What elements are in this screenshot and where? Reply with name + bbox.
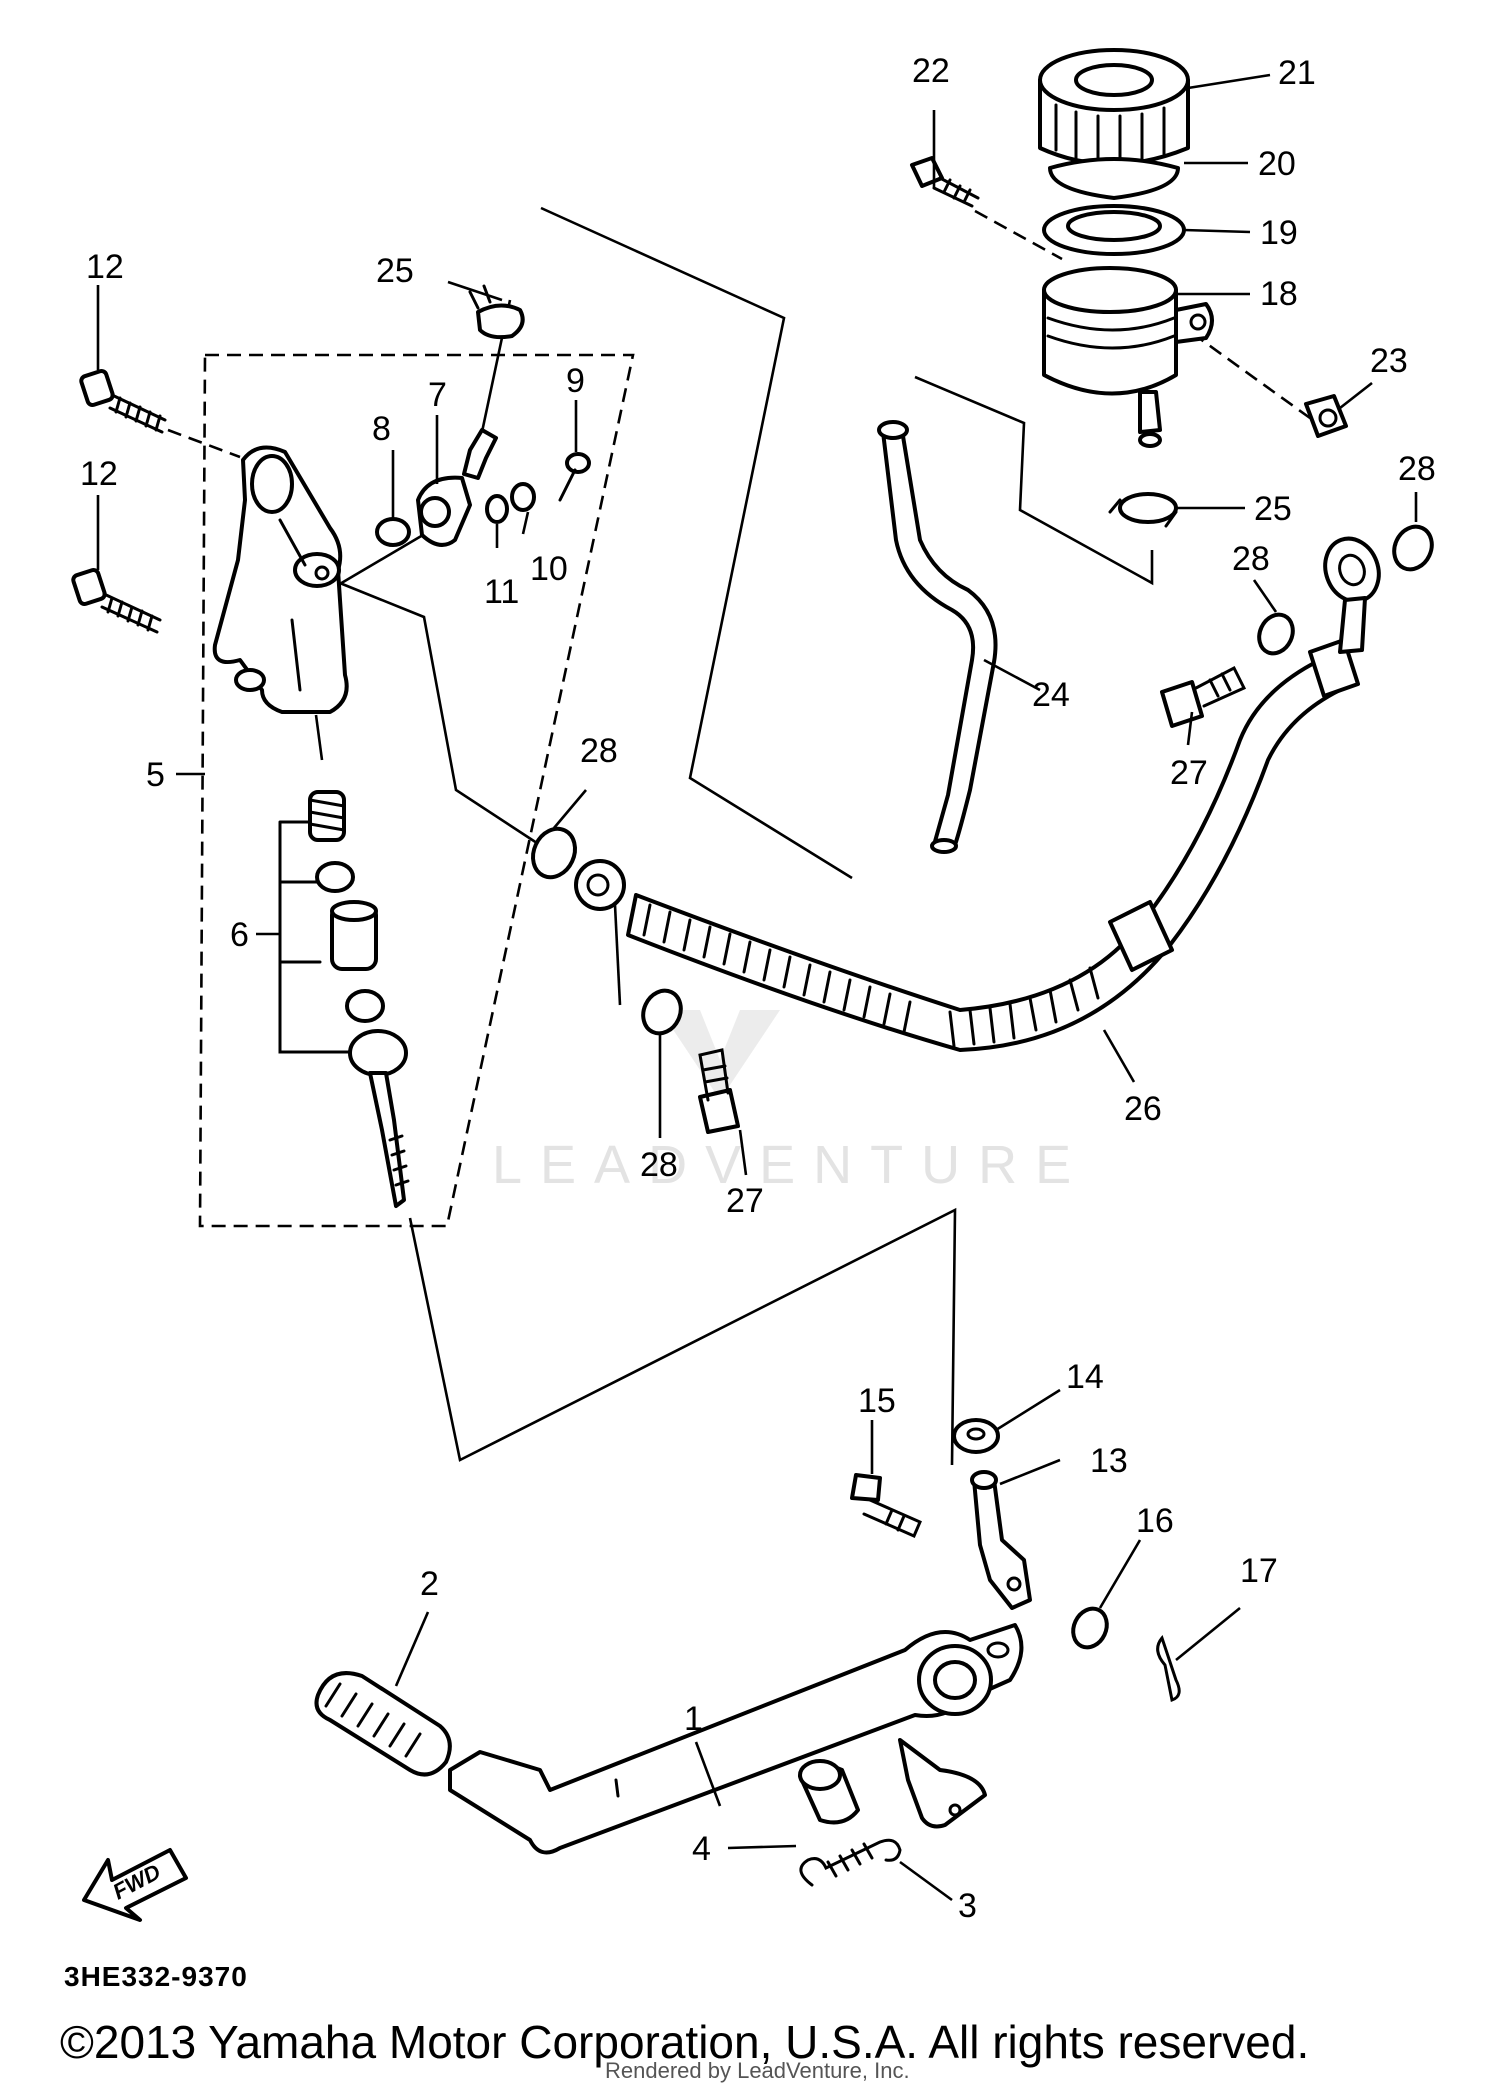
- master-cylinder-assembly-outline: [198, 353, 635, 1228]
- pedal-rubber-2: [314, 1671, 452, 1777]
- bolt-22: [910, 156, 980, 208]
- callouts: 1 2 3 4 5 6 7 8 9 10 11 12 12 13 14 15 1…: [80, 52, 1436, 1925]
- hose-clip-25-lower: [1108, 492, 1178, 528]
- watermark-logo-icon: [660, 1010, 780, 1100]
- washer-10: [510, 482, 536, 512]
- callout-20: 20: [1258, 145, 1296, 183]
- callout-18: 18: [1260, 275, 1298, 313]
- callout-28-d: 28: [1398, 450, 1436, 488]
- callout-11: 11: [484, 573, 519, 611]
- union-bolt-27-upper: [1160, 665, 1247, 728]
- cotter-pin-17: [1156, 1634, 1181, 1702]
- washer-28-a: [531, 826, 577, 880]
- callout-5: 5: [146, 756, 165, 794]
- watermark-text: LEADVENTURE: [492, 1135, 1089, 1195]
- callout-24: 24: [1032, 676, 1070, 714]
- pin-15: [850, 1473, 922, 1538]
- cup-6: [345, 989, 385, 1023]
- callout-28-a: 28: [580, 732, 618, 770]
- assembly-line-hose-lower: [914, 375, 1154, 586]
- clevis-13: [970, 1470, 1032, 1610]
- fwd-arrow-icon: FWD: [82, 1848, 188, 1922]
- callout-3: 3: [958, 1887, 977, 1925]
- return-spring-3: [799, 1838, 902, 1887]
- hose-clip-25-upper: [468, 284, 525, 340]
- assembly-line-bolt-22: [974, 209, 1063, 261]
- watermark: LEADVENTURE: [492, 1010, 1089, 1195]
- bolt-12-upper: [79, 369, 167, 434]
- callout-12-lower: 12: [80, 455, 118, 493]
- callout-25-lower: 25: [1254, 490, 1292, 528]
- reservoir-tank-18: [1042, 266, 1214, 448]
- washer-11: [485, 494, 509, 524]
- callout-25-upper: 25: [376, 252, 414, 290]
- nut-23: [1304, 394, 1348, 438]
- callout-28-c: 28: [1232, 540, 1270, 578]
- bolt-12-lower: [71, 568, 162, 634]
- washer-28-d: [1392, 524, 1434, 572]
- reservoir-hose-24: [877, 420, 998, 854]
- screw-9: [558, 452, 591, 502]
- assembly-line-rod: [408, 1207, 957, 1466]
- washer-16: [1071, 1606, 1109, 1650]
- union-bolt-27-lower: [698, 1048, 740, 1134]
- callout-12-upper: 12: [86, 248, 124, 286]
- brake-hose-26: [574, 536, 1381, 1052]
- callout-6: 6: [230, 916, 249, 954]
- callout-10: 10: [530, 550, 568, 588]
- assembly-line-hose: [540, 206, 853, 880]
- callout-26: 26: [1124, 1090, 1162, 1128]
- leader-lines: [96, 73, 1418, 1902]
- callout-2: 2: [420, 1565, 439, 1603]
- callout-13: 13: [1090, 1442, 1128, 1480]
- assembly-line-bolt-12: [167, 428, 241, 459]
- callout-28-b: 28: [640, 1146, 678, 1184]
- callout-7: 7: [428, 376, 447, 414]
- callout-1: 1: [684, 1700, 703, 1738]
- assembly-line-union: [319, 573, 541, 847]
- master-cylinder-body: [212, 445, 349, 714]
- assembly-line-dash-body: [314, 714, 324, 761]
- callout-27-upper: 27: [1170, 754, 1208, 792]
- assembly-line-banjo: [613, 904, 622, 1006]
- callout-21: 21: [1278, 54, 1316, 92]
- piston-6: [330, 900, 378, 971]
- callout-4: 4: [692, 1830, 711, 1868]
- assembly-line-nut-23: [1191, 331, 1311, 420]
- hose-spring-guard-left: [642, 903, 912, 1034]
- inlet-fitting-7: [416, 428, 498, 547]
- cap-plate-20: [1048, 157, 1180, 200]
- diaphragm-19: [1042, 204, 1186, 256]
- callout-9: 9: [566, 362, 585, 400]
- callout-17: 17: [1240, 1552, 1278, 1590]
- o-ring-8: [375, 517, 411, 547]
- brake-pedal-1: [448, 1623, 1024, 1855]
- washer-28-c: [1257, 612, 1295, 656]
- callout-15: 15: [858, 1382, 896, 1420]
- rendered-by-notice: Rendered by LeadVenture, Inc.: [605, 2058, 910, 2083]
- diagram-reference-code: 3HE332-9370: [64, 1961, 248, 1992]
- callout-22: 22: [912, 52, 950, 90]
- push-rod-6: [348, 1029, 410, 1208]
- piston-kit-6: [278, 790, 410, 1208]
- reservoir-cap-21: [1038, 48, 1190, 166]
- callout-19: 19: [1260, 214, 1298, 252]
- callout-27-lower: 27: [726, 1182, 764, 1220]
- nut-14: [952, 1418, 1000, 1454]
- spring-seat-6: [315, 861, 355, 893]
- washer-28-b: [641, 988, 683, 1036]
- spring-6: [308, 790, 346, 842]
- copyright-notice: ©2013 Yamaha Motor Corporation, U.S.A. A…: [60, 2016, 1309, 2068]
- callout-8: 8: [372, 410, 391, 448]
- callout-14: 14: [1066, 1358, 1104, 1396]
- spacer-4: [798, 1759, 860, 1825]
- hose-spring-guard-right: [948, 966, 1100, 1048]
- callout-23: 23: [1370, 342, 1408, 380]
- callout-16: 16: [1136, 1502, 1174, 1540]
